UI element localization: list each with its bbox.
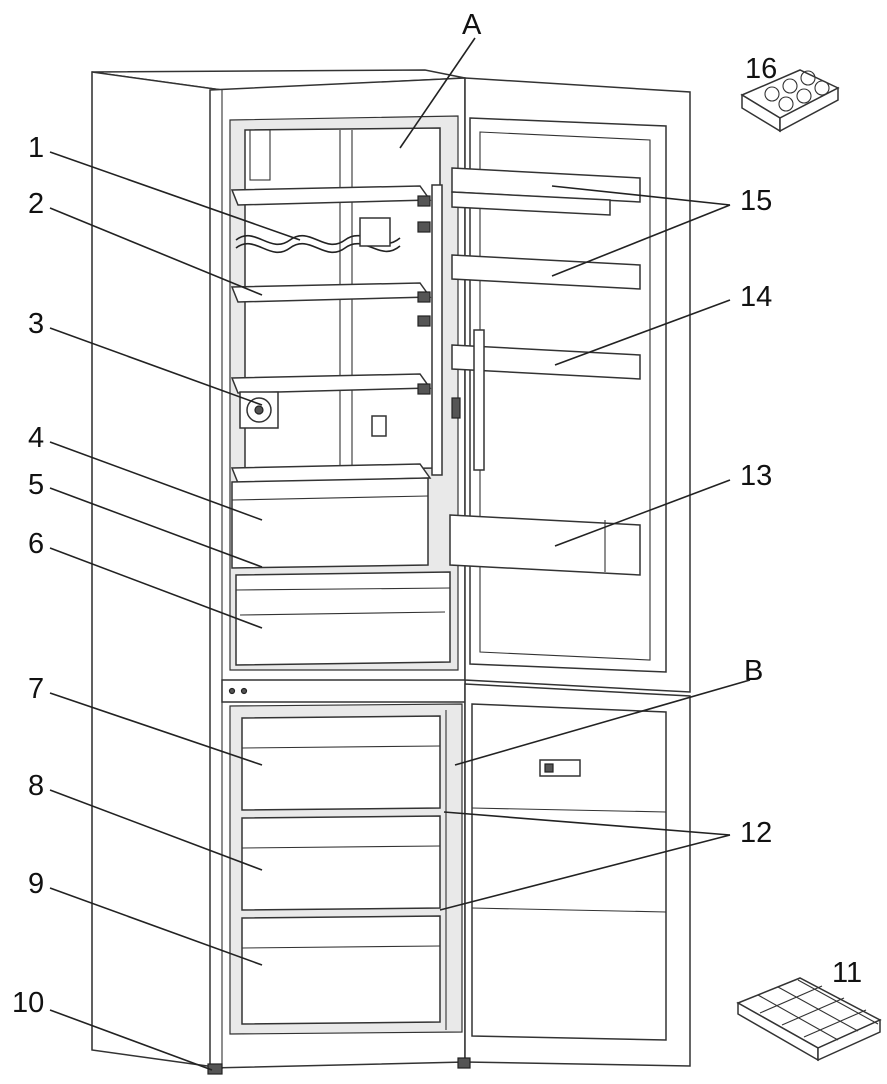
callout-14: 14 bbox=[740, 281, 772, 313]
divider bbox=[221, 679, 466, 703]
callout-5: 5 bbox=[28, 469, 44, 501]
fridge-door bbox=[449, 77, 691, 693]
callout-B: B bbox=[744, 655, 763, 687]
door-balcony-3 bbox=[451, 344, 641, 380]
callout-3: 3 bbox=[28, 308, 44, 340]
ice-cube-tray-accessory bbox=[736, 977, 882, 1062]
callout-13: 13 bbox=[740, 460, 772, 492]
leader-lines bbox=[49, 37, 751, 1071]
callout-10: 10 bbox=[12, 987, 44, 1019]
freezer-drawer-top bbox=[241, 715, 441, 811]
callout-1: 1 bbox=[28, 132, 44, 164]
door-balcony-bottle bbox=[449, 514, 641, 576]
control-switch bbox=[371, 415, 387, 437]
callout-8: 8 bbox=[28, 770, 44, 802]
callout-12: 12 bbox=[740, 817, 772, 849]
freezer-drawer-middle bbox=[241, 815, 441, 911]
callout-16: 16 bbox=[745, 53, 777, 85]
door-balcony-2 bbox=[451, 254, 641, 290]
callout-6: 6 bbox=[28, 528, 44, 560]
callout-7: 7 bbox=[28, 673, 44, 705]
callout-4: 4 bbox=[28, 422, 44, 454]
egg-tray-accessory bbox=[740, 69, 840, 133]
freezer-drawer-bottom bbox=[241, 915, 441, 1025]
chiller-drawer bbox=[235, 571, 451, 666]
callout-labels: A B 1 2 3 4 5 6 7 8 9 10 11 12 13 14 15 … bbox=[12, 9, 862, 1019]
callout-2: 2 bbox=[28, 188, 44, 220]
callout-15: 15 bbox=[740, 185, 772, 217]
callout-11: 11 bbox=[832, 957, 862, 989]
crisper-drawer-upper bbox=[231, 477, 429, 569]
fridge-compartment bbox=[229, 115, 459, 671]
callout-A: A bbox=[462, 9, 482, 41]
door-balcony-1 bbox=[451, 167, 641, 203]
freezer-compartment bbox=[229, 703, 463, 1035]
callout-9: 9 bbox=[28, 868, 44, 900]
